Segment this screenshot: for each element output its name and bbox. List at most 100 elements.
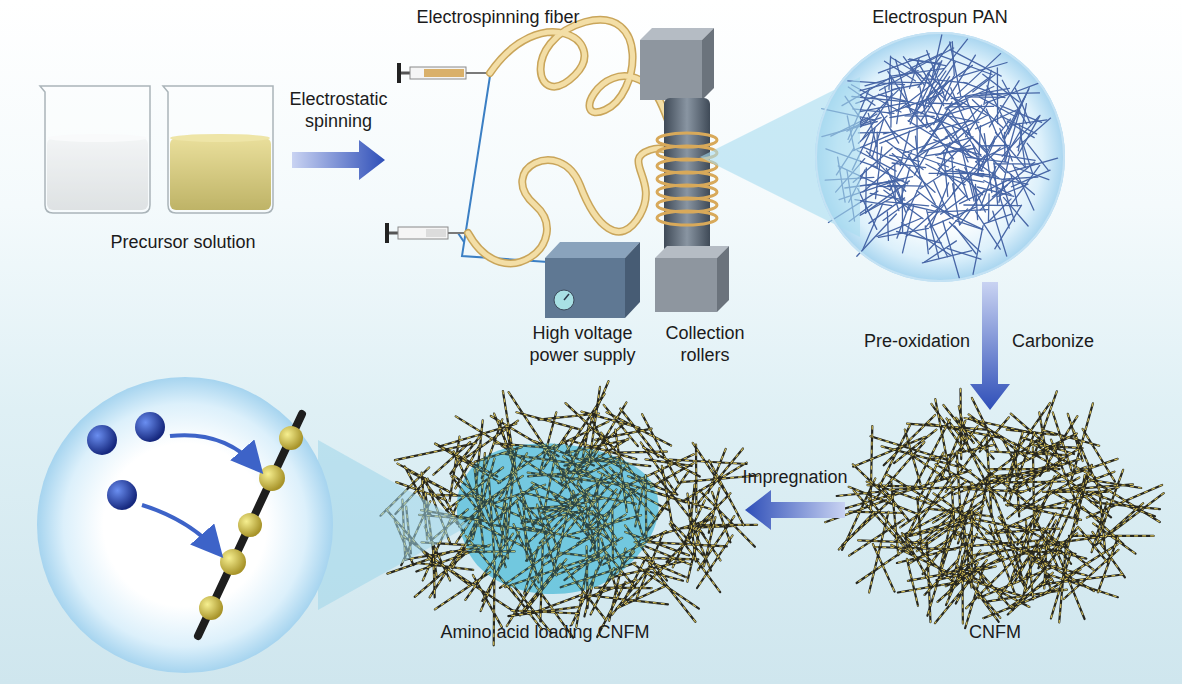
fiber-coating	[669, 460, 746, 465]
fiber-strand	[894, 164, 896, 199]
block-front	[640, 40, 702, 100]
fiber-strand	[1007, 475, 1059, 519]
fiber-coating	[907, 559, 918, 606]
fiber-strand	[927, 51, 946, 101]
fiber-strand	[890, 130, 915, 149]
fiber-strand	[869, 128, 875, 156]
magnifier-bubble	[37, 377, 333, 673]
loaded-particle	[279, 426, 303, 450]
fiber-strand	[862, 94, 892, 140]
fiber-coating	[873, 544, 895, 592]
fiber-coating	[1010, 579, 1052, 607]
fiber-coating	[671, 521, 705, 557]
fiber-strand	[890, 112, 923, 117]
block-side	[702, 28, 714, 100]
barrel	[410, 67, 466, 79]
fiber-strand	[943, 221, 960, 278]
node-label: Amino acid loading CNFM	[395, 621, 695, 643]
fiber-strand	[620, 409, 658, 458]
magnifier-cone	[700, 77, 860, 237]
fiber-strand	[1011, 170, 1050, 187]
power-supply	[545, 242, 640, 318]
barrel	[398, 227, 448, 239]
stage-node: Amino acid loading CNFM	[385, 410, 745, 650]
fiber-strand	[704, 517, 716, 566]
fiber-coating	[1014, 463, 1061, 487]
fiber-strand	[907, 559, 918, 606]
fiber-coating	[905, 430, 921, 484]
fiber-strand	[1019, 123, 1025, 167]
fiber-coating	[1051, 554, 1071, 619]
fiber-strand	[918, 43, 951, 88]
fiber-strand	[947, 55, 976, 101]
fiber-coating	[853, 464, 890, 499]
fiber-coating	[972, 398, 998, 451]
fiber-strand	[984, 134, 992, 193]
fiber-strand	[979, 145, 1008, 147]
fiber-coating	[1089, 492, 1155, 517]
fiber-coating	[648, 542, 727, 546]
dial-pointer	[564, 294, 569, 300]
barrel-fluid	[424, 69, 464, 77]
fiber-strand	[893, 81, 931, 83]
wire	[462, 76, 548, 262]
fiber-coating	[695, 493, 731, 529]
amino-acid-molecule	[107, 480, 137, 510]
dial	[554, 290, 574, 310]
fiber-strand	[879, 228, 929, 237]
fiber-strand	[891, 545, 963, 580]
fiber-strand	[869, 512, 888, 593]
fiber-coating	[516, 412, 578, 429]
amino-acid-overlay	[457, 444, 659, 594]
adsorption-arrow	[142, 505, 218, 552]
stage-node: Precursor solution	[30, 75, 292, 260]
fiber-strand	[1051, 554, 1071, 619]
fiber-coating	[456, 416, 511, 450]
fiber-coating	[893, 487, 975, 490]
fiber-coating	[1100, 494, 1105, 549]
fiber-strand	[395, 443, 476, 460]
fiber-strand	[695, 493, 731, 529]
fiber-strand	[516, 412, 578, 429]
fiber-strand	[852, 97, 910, 103]
fiber-strand	[1013, 164, 1034, 210]
process-arrow	[970, 282, 1010, 410]
wire	[458, 233, 464, 242]
fiber-strand	[1039, 412, 1049, 469]
fiber-strand	[964, 489, 1023, 492]
fiber-coating	[1035, 524, 1093, 570]
fiber-strand	[888, 96, 936, 113]
fiber-coating	[837, 492, 883, 497]
fiber-strand	[1074, 465, 1092, 517]
fiber-strand	[976, 147, 1006, 161]
node-label: Electrospun PAN	[840, 6, 1040, 28]
fiber-coating	[964, 489, 1023, 492]
fiber-strand	[909, 182, 922, 210]
fiber-coating	[869, 498, 918, 559]
fiber-strand	[932, 205, 982, 229]
fiber-strand	[1053, 413, 1072, 471]
fiber-strand	[456, 416, 511, 450]
fiber-strand	[566, 403, 614, 448]
fiber-strand	[880, 125, 928, 144]
fiber-coating	[875, 547, 955, 549]
syringe	[397, 63, 490, 83]
fiber-strand	[873, 544, 895, 592]
fiber-strand	[1004, 133, 1006, 162]
process-arrow	[292, 140, 385, 180]
fiber-strand	[863, 204, 883, 251]
fiber-coating	[891, 480, 898, 556]
fiber-strand	[993, 211, 1007, 256]
fiber-strand	[1014, 463, 1061, 487]
fiber-strand	[989, 81, 1019, 127]
stage-node: CNFM	[845, 410, 1145, 650]
fiber-strand	[1038, 487, 1119, 509]
fiber-strand	[941, 421, 966, 480]
fiber-strand	[697, 449, 743, 505]
fiber-strand	[433, 542, 435, 597]
fiber-strand	[700, 491, 755, 547]
fiber-coating	[662, 466, 673, 527]
fiber-strand	[994, 163, 1038, 165]
fiber-strand	[969, 414, 1029, 459]
